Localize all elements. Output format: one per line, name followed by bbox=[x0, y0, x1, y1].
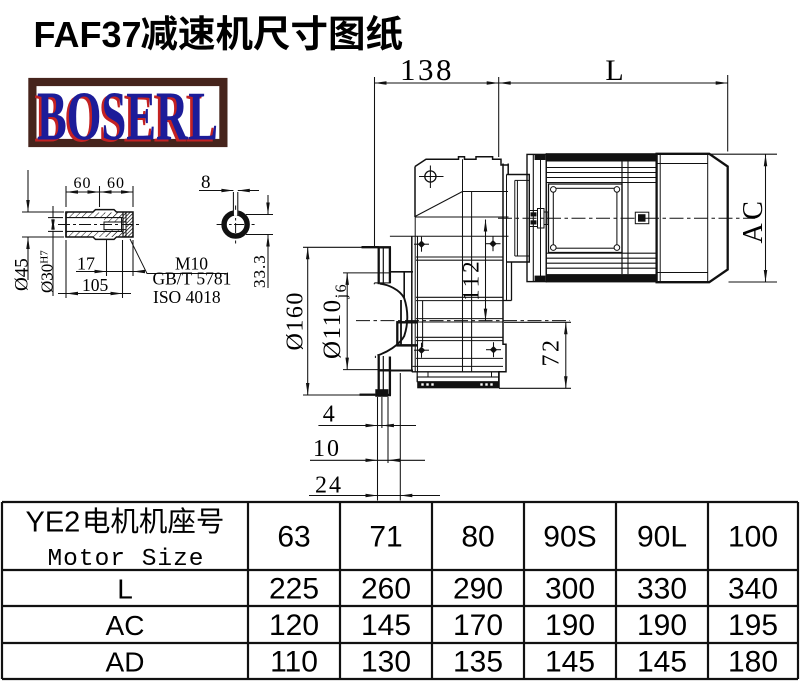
svg-text:4: 4 bbox=[323, 402, 335, 428]
svg-text:BOSERL: BOSERL bbox=[34, 80, 215, 157]
svg-text:Motor Size: Motor Size bbox=[47, 546, 204, 573]
svg-text:YE2: YE2 bbox=[26, 506, 81, 538]
svg-text:180: 180 bbox=[728, 645, 778, 678]
svg-text:AD: AD bbox=[106, 646, 145, 677]
svg-text:L: L bbox=[605, 54, 623, 87]
svg-text:190: 190 bbox=[637, 609, 687, 642]
svg-text:63: 63 bbox=[277, 521, 310, 554]
svg-text:190: 190 bbox=[545, 609, 595, 642]
svg-text:225: 225 bbox=[269, 572, 319, 605]
svg-text:195: 195 bbox=[728, 609, 778, 642]
svg-text:138: 138 bbox=[400, 52, 454, 87]
svg-text:100: 100 bbox=[728, 521, 778, 554]
svg-text:M10: M10 bbox=[175, 254, 208, 274]
svg-text:80: 80 bbox=[461, 521, 494, 554]
svg-text:24: 24 bbox=[315, 473, 343, 499]
svg-text:71: 71 bbox=[369, 521, 402, 554]
svg-text:L: L bbox=[117, 573, 133, 604]
svg-text:112: 112 bbox=[459, 258, 484, 301]
svg-text:105: 105 bbox=[82, 275, 109, 295]
svg-text:17: 17 bbox=[77, 254, 95, 274]
svg-text:290: 290 bbox=[453, 572, 503, 605]
svg-text:BOSERL: BOSERL bbox=[37, 79, 218, 156]
svg-text:145: 145 bbox=[545, 645, 595, 678]
svg-text:Ø160: Ø160 bbox=[283, 291, 309, 350]
svg-text:145: 145 bbox=[637, 645, 687, 678]
svg-text:AC: AC bbox=[106, 610, 145, 641]
svg-text:60: 60 bbox=[74, 175, 92, 192]
svg-text:130: 130 bbox=[361, 645, 411, 678]
svg-text:330: 330 bbox=[637, 572, 687, 605]
svg-text:FAF37: FAF37 bbox=[34, 14, 142, 55]
svg-text:10: 10 bbox=[313, 436, 341, 462]
svg-text:260: 260 bbox=[361, 572, 411, 605]
svg-text:Ø30H7: Ø30H7 bbox=[38, 250, 57, 293]
svg-text:33.3: 33.3 bbox=[250, 254, 269, 288]
svg-text:170: 170 bbox=[453, 609, 503, 642]
svg-text:AC: AC bbox=[738, 198, 769, 244]
svg-text:340: 340 bbox=[728, 572, 778, 605]
svg-text:Ø110j6: Ø110j6 bbox=[319, 283, 350, 359]
svg-text:90L: 90L bbox=[637, 521, 687, 554]
svg-text:60: 60 bbox=[107, 175, 125, 192]
svg-text:90S: 90S bbox=[543, 521, 596, 554]
svg-text:GB/T 5781: GB/T 5781 bbox=[153, 269, 232, 289]
svg-text:ISO 4018: ISO 4018 bbox=[153, 287, 221, 307]
svg-text:72: 72 bbox=[539, 338, 565, 367]
svg-text:Ø45: Ø45 bbox=[12, 258, 33, 291]
svg-text:110: 110 bbox=[270, 645, 318, 678]
svg-text:145: 145 bbox=[361, 609, 411, 642]
svg-text:135: 135 bbox=[453, 645, 503, 678]
svg-text:8: 8 bbox=[201, 172, 211, 193]
svg-text:120: 120 bbox=[269, 609, 319, 642]
svg-text:300: 300 bbox=[545, 572, 595, 605]
